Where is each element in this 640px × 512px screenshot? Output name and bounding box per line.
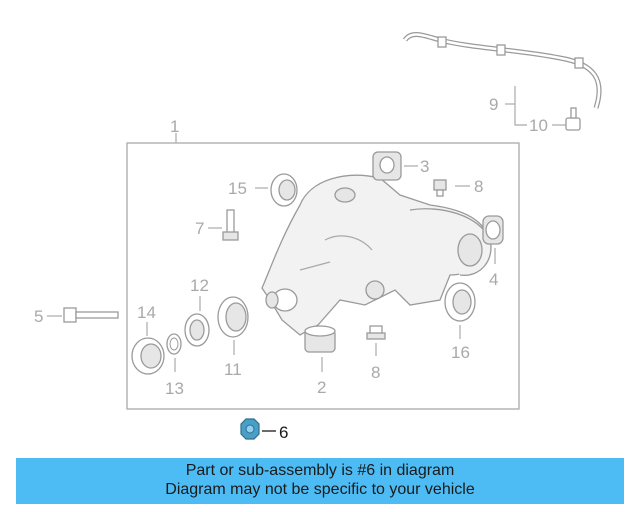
banner-line-2: Diagram may not be specific to your vehi… [165,481,475,498]
exploded-parts-diagram: 1 9 10 2 3 [34,32,602,442]
seal-14[interactable] [131,337,165,375]
bearing-12[interactable] [184,313,210,347]
callout-12: 12 [190,276,209,295]
bracket-9-10 [514,86,527,126]
callout-13: 13 [165,379,184,398]
banner-line-1: Part or sub-assembly is #6 in diagram [185,462,455,479]
part-info-banner: Part or sub-assembly is #6 in diagram Di… [16,458,624,504]
nut-6[interactable] [240,418,260,440]
mount-bushing-2[interactable] [304,325,336,353]
callout-5: 5 [34,307,43,326]
shim-13[interactable] [166,333,182,355]
seal-16[interactable] [444,282,476,322]
seal-15[interactable] [270,173,298,207]
callout-1: 1 [170,117,179,136]
callout-3: 3 [420,157,429,176]
callout-6: 6 [279,423,288,442]
callout-11: 11 [224,360,242,379]
callout-16: 16 [451,343,470,362]
callout-9: 9 [489,95,498,114]
mount-bushing-3[interactable] [372,151,402,181]
vent-hose[interactable] [402,32,602,109]
callout-2: 2 [317,378,326,397]
callout-15: 15 [228,179,247,198]
pin-7[interactable] [222,209,239,241]
callout-8-upper: 8 [474,177,483,196]
mount-bushing-4[interactable] [482,215,504,245]
bolt-5[interactable] [63,307,119,323]
plug-8-upper[interactable] [433,179,447,197]
callout-7: 7 [195,219,204,238]
callout-4: 4 [489,270,498,289]
callout-14: 14 [137,303,156,322]
callout-10: 10 [529,116,548,135]
callout-8-lower: 8 [371,363,380,382]
assembly-frame [126,142,520,410]
plug-8-lower[interactable] [366,325,386,340]
vent-fitting[interactable] [565,107,581,131]
seal-11[interactable] [217,296,249,338]
differential-housing[interactable] [261,174,492,336]
